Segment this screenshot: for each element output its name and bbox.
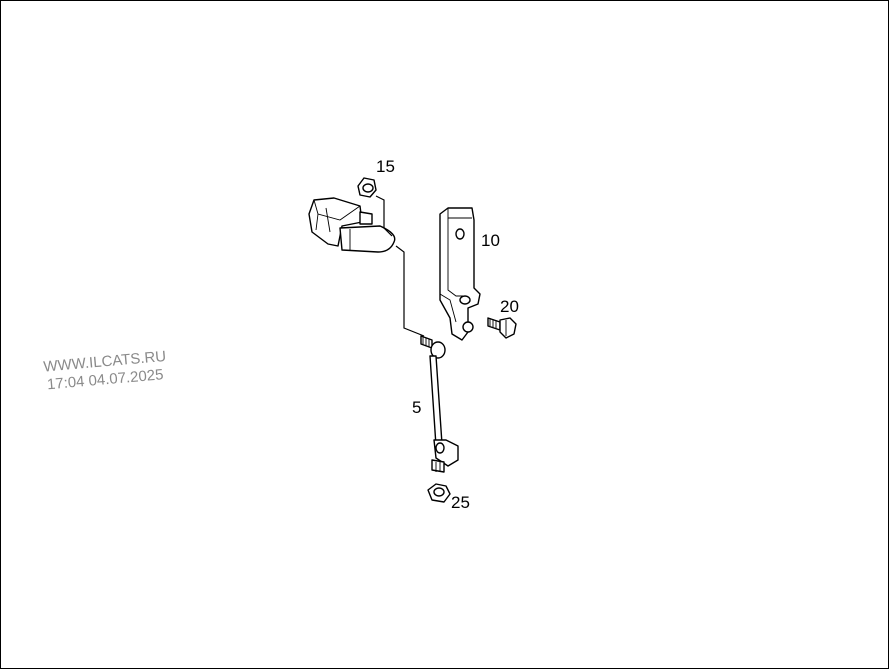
part-5-linkage-rod[interactable] <box>420 335 459 473</box>
callout-10[interactable]: 10 <box>481 231 500 250</box>
callout-15[interactable]: 15 <box>376 157 395 176</box>
sensor-body[interactable] <box>308 197 396 253</box>
callout-25[interactable]: 25 <box>451 493 470 512</box>
part-20-bolt[interactable] <box>487 317 517 339</box>
callout-20[interactable]: 20 <box>500 297 519 316</box>
part-10-bracket[interactable] <box>439 207 481 341</box>
watermark: WWW.ILCATS.RU 17:04 04.07.2025 <box>43 348 167 393</box>
part-15-nut[interactable] <box>357 177 377 198</box>
callout-5[interactable]: 5 <box>412 398 421 417</box>
part-25-nut[interactable] <box>427 483 451 503</box>
